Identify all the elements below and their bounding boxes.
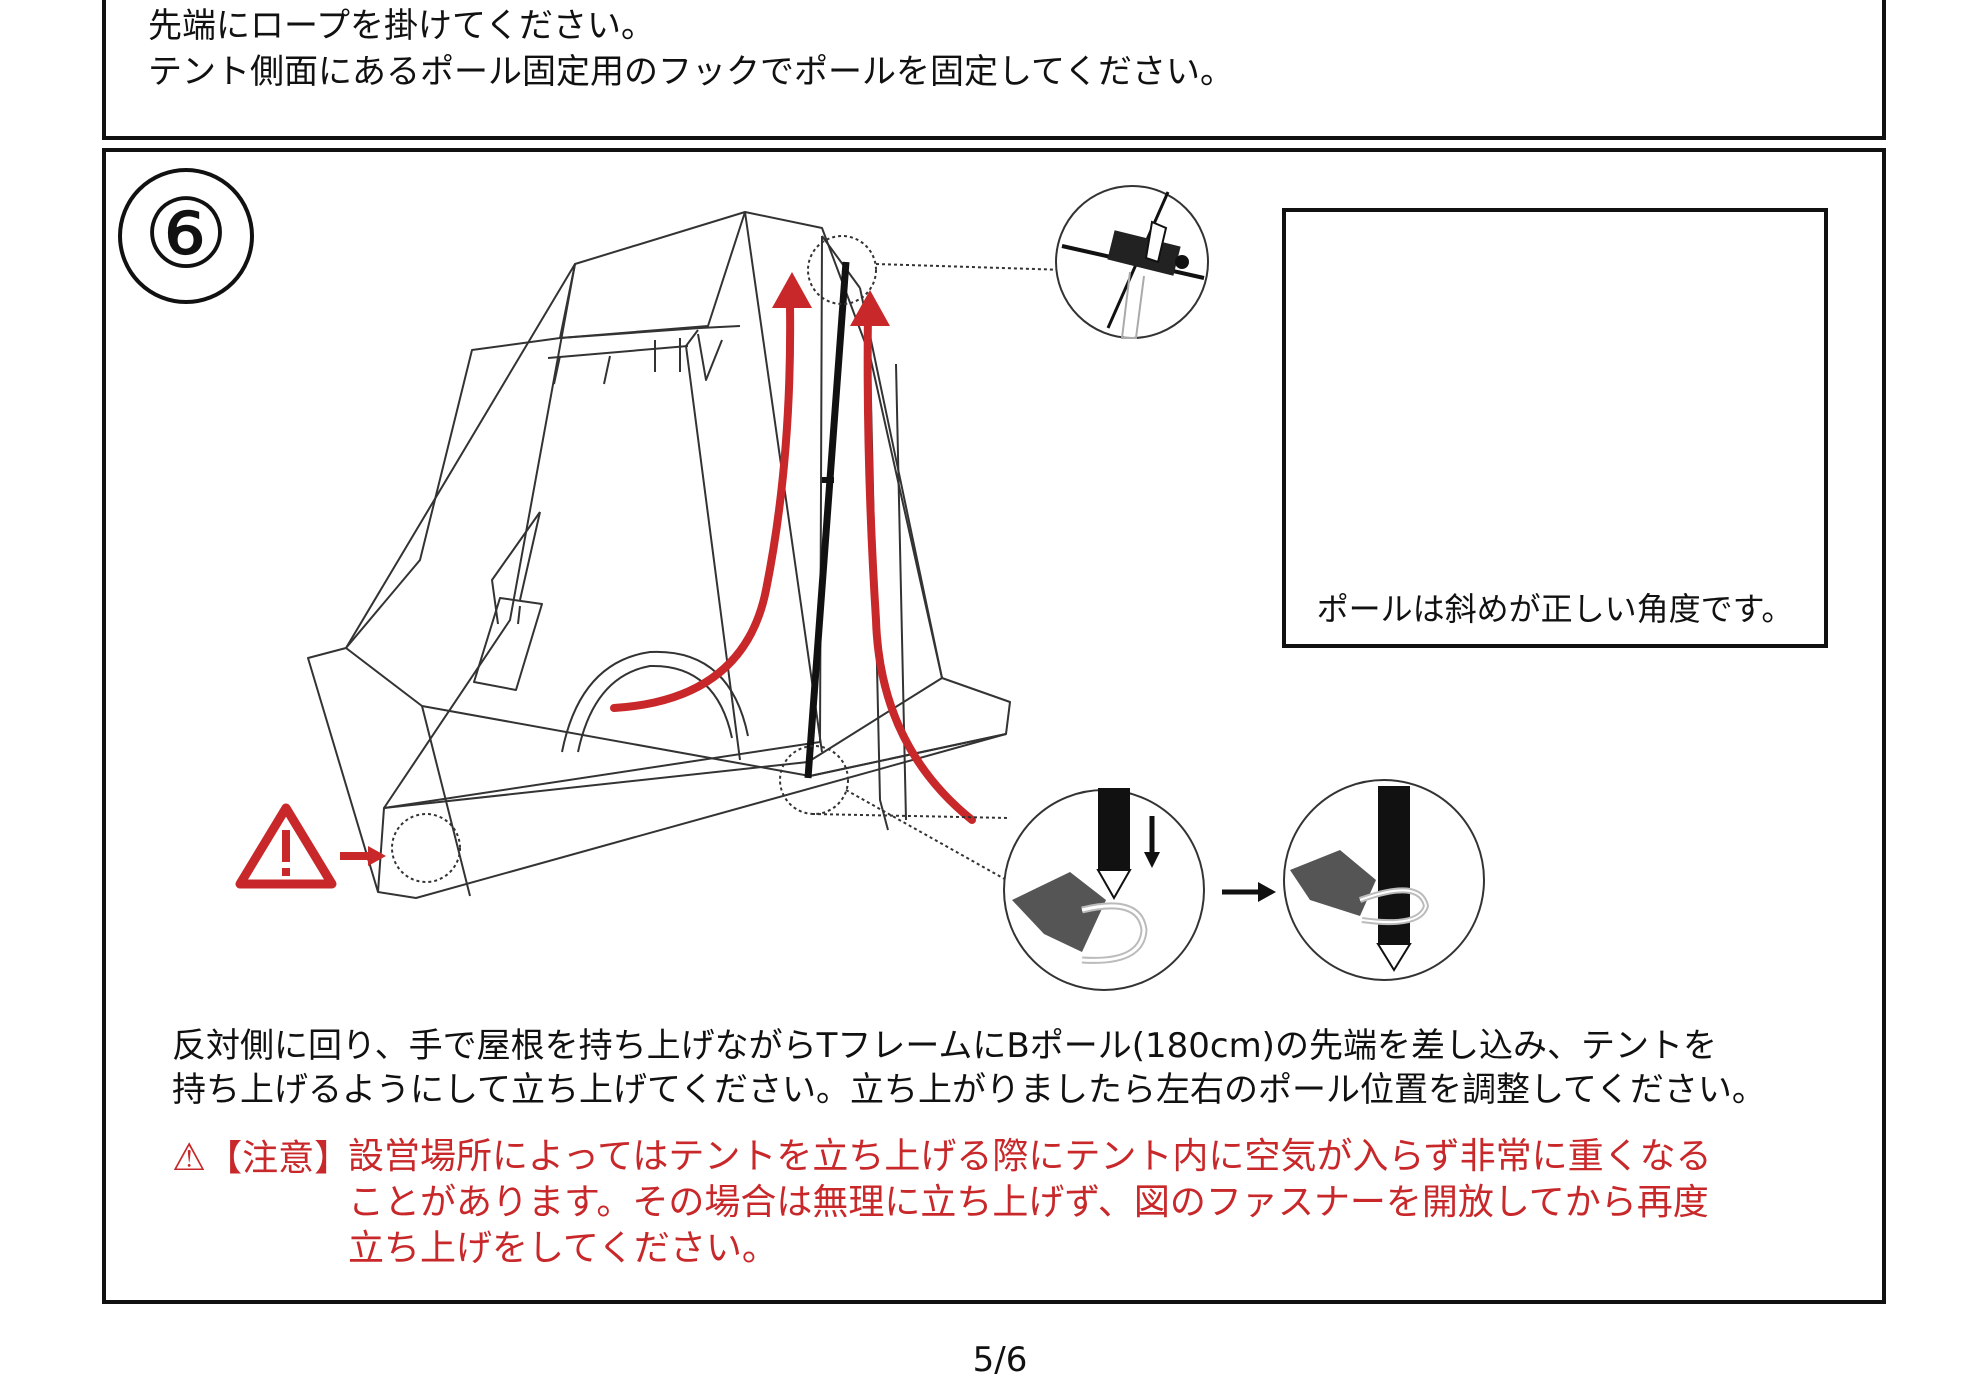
warning-pointer-arrow — [340, 846, 386, 866]
pole-insert-detail-before — [1003, 788, 1205, 991]
previous-step-text-line-2: テント側面にあるポール固定用のフックでポールを固定してください。 — [148, 52, 1234, 92]
inset-caption: ポールは斜めが正しい角度です。 — [1316, 590, 1794, 628]
page-number: 5/6 — [972, 1340, 1028, 1380]
step-transition-arrow — [1222, 882, 1276, 902]
warning-sign-icon — [235, 803, 337, 889]
pole-angle-inset: ポールは斜めが正しい角度です。 — [1282, 208, 1828, 648]
instruction-line-1: 反対側に回り、手で屋根を持ち上げながらTフレームにBポール(180cm)の先端を… — [172, 1026, 1717, 1066]
warning-icon: ⚠ — [172, 1135, 207, 1179]
caution-label-text: 【注意】 — [206, 1138, 351, 1179]
pole-insert-detail-after — [1283, 779, 1485, 981]
previous-step-text-line-1: 先端にロープを掛けてください。 — [148, 6, 655, 46]
caution-line-1: 設営場所によってはテントを立ち上げる際にテント内に空気が入らず非常に重くなる — [348, 1136, 1712, 1177]
lift-arrowheads — [772, 272, 890, 326]
lift-arrows — [610, 302, 976, 824]
caution-line-2: ことがあります。その場合は無理に立ち上げず、図のファスナーを開放してから再度 — [348, 1182, 1709, 1223]
caution-label: ⚠【注意】 — [172, 1134, 350, 1182]
detail-callout-circles — [391, 235, 877, 883]
instruction-line-2: 持ち上げるようにして立ち上げてください。立ち上がりましたら左右のポール位置を調整… — [172, 1070, 1766, 1110]
b-pole — [804, 261, 850, 779]
caution-line-3: 立ち上げをしてください。 — [348, 1228, 778, 1269]
step-6-box — [102, 148, 1886, 1304]
step-number: ⑥ — [118, 168, 254, 304]
previous-step-box — [102, 0, 1886, 140]
t-frame-detail — [1055, 185, 1209, 339]
tent-drawing — [307, 211, 1011, 899]
